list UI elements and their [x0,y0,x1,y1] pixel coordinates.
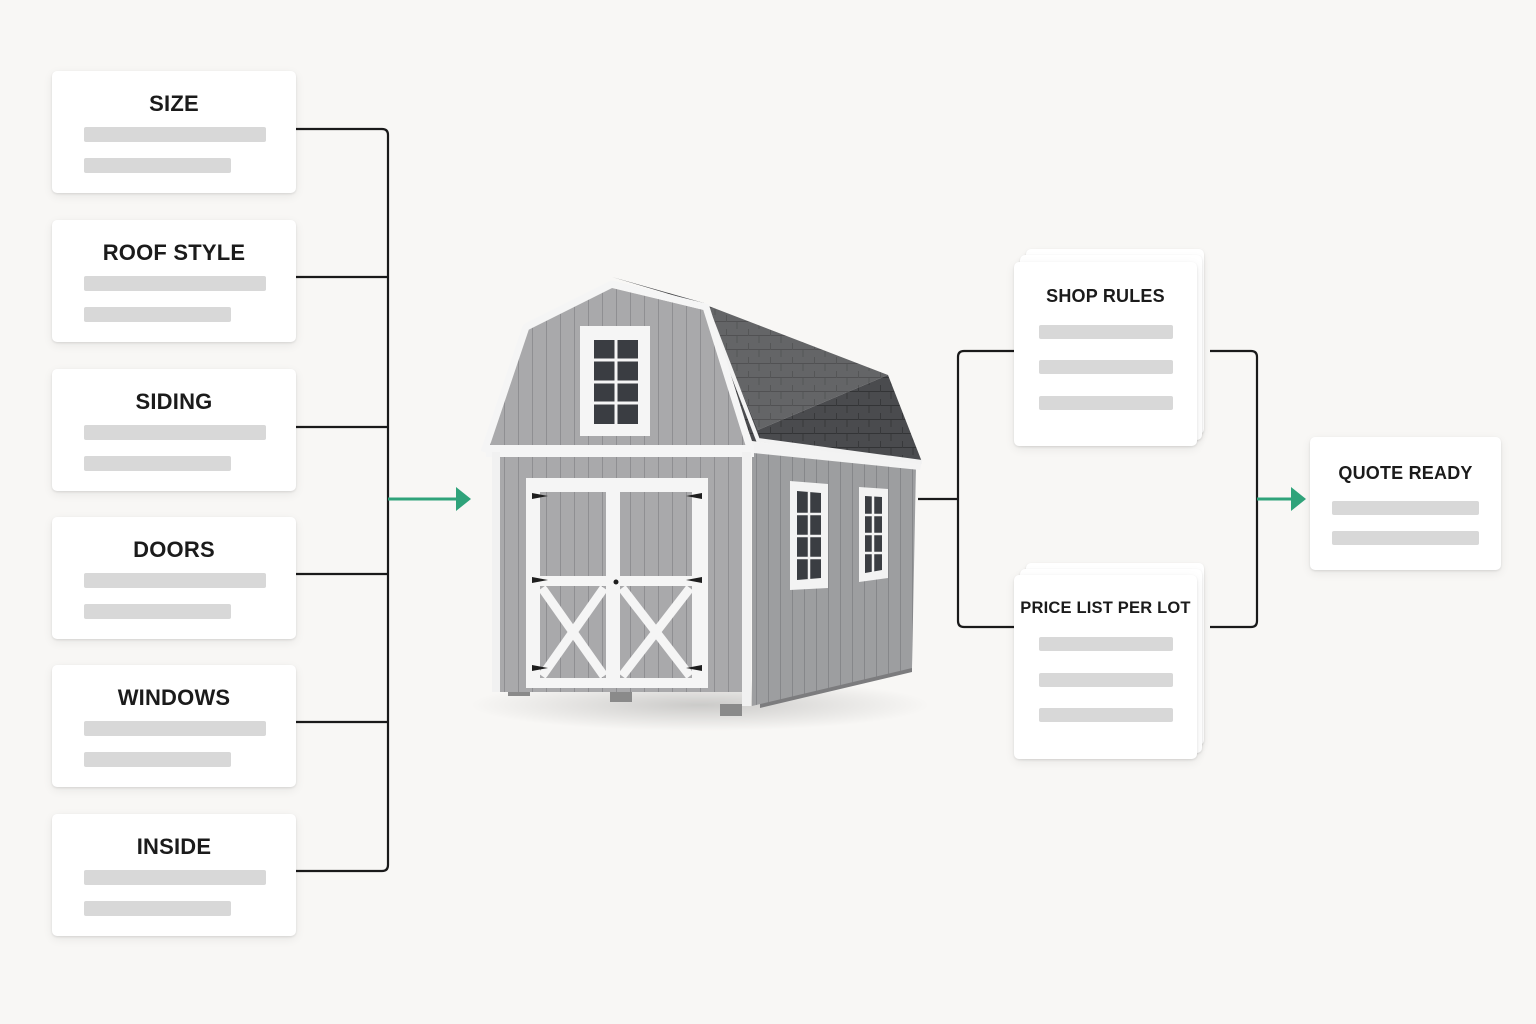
placeholder-line [84,276,266,291]
placeholder-line [84,870,266,885]
placeholder-line [84,752,231,767]
quote-card-title: QUOTE READY [1338,463,1473,483]
placeholder-line [84,604,231,619]
placeholder-line [84,573,266,588]
shed-side-window-1 [790,481,828,590]
option-card-title: SIDING [135,389,213,414]
placeholder-line [1039,360,1173,374]
shed-double-door [526,478,708,688]
option-card-size[interactable]: SIZE [52,71,296,193]
option-card-title: WINDOWS [117,685,231,710]
arrow-to-shed [388,487,471,511]
option-card-roof-style[interactable]: ROOF STYLE [52,220,296,342]
placeholder-line [1039,708,1173,722]
placeholder-line [1039,673,1173,687]
placeholder-line [84,901,231,916]
placeholder-line [84,425,266,440]
placeholder-line [84,127,266,142]
placeholder-line [1332,501,1479,515]
placeholder-line [84,456,231,471]
quote-ready-card[interactable]: QUOTE READY [1310,437,1501,570]
shed-side-wall [752,447,916,706]
placeholder-line [84,721,266,736]
placeholder-line [1039,396,1173,410]
rule-card-price-list[interactable]: PRICE LIST PER LOT [1014,575,1197,759]
shed-gable-window [580,326,650,436]
arrow-to-quote [1257,487,1306,511]
option-card-siding[interactable]: SIDING [52,369,296,491]
placeholder-line [1039,637,1173,651]
option-card-title: INSIDE [136,834,212,859]
connector-rules-right [1210,349,1259,629]
placeholder-line [84,158,231,173]
option-card-title: SIZE [149,91,199,116]
placeholder-line [1039,325,1173,339]
rule-card-title: PRICE LIST PER LOT [1020,599,1191,617]
option-card-inside[interactable]: INSIDE [52,814,296,936]
rule-card-title: SHOP RULES [1046,286,1165,306]
option-card-title: DOORS [133,537,215,562]
placeholder-line [1332,531,1479,545]
option-card-doors[interactable]: DOORS [52,517,296,639]
option-card-windows[interactable]: WINDOWS [52,665,296,787]
option-card-title: ROOF STYLE [102,240,246,265]
shed-roof [612,277,922,462]
connector-rules-left [956,349,1014,629]
placeholder-line [84,307,231,322]
shed-side-window-2 [859,487,888,582]
rule-card-shop-rules[interactable]: SHOP RULES [1014,262,1197,446]
